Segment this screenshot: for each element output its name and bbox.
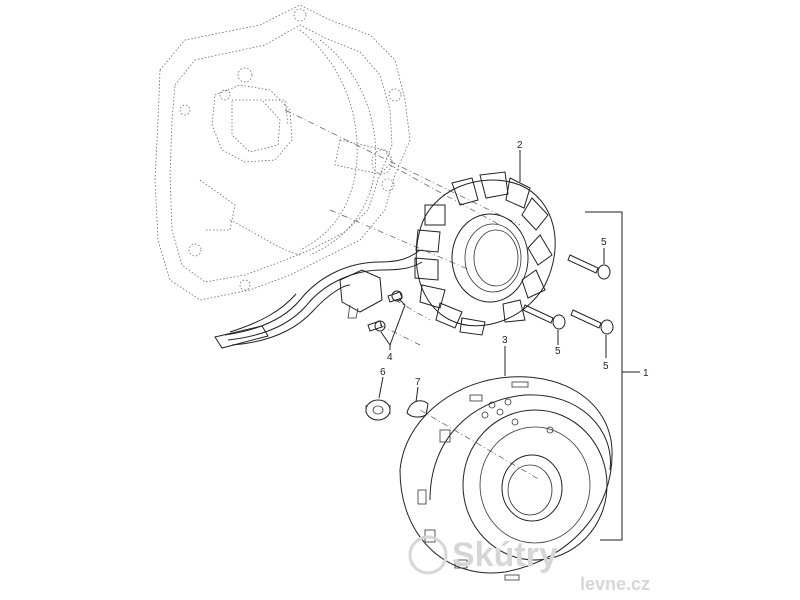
callout-3: 3 [502,335,508,346]
callout-5-lower-left: 5 [555,346,561,357]
stator [414,171,556,336]
callout-2: 2 [517,140,523,151]
flywheel-nut [365,399,391,421]
pickup-screws [367,290,403,332]
callout-4: 4 [387,352,393,363]
wire-harness [214,249,423,349]
alignment-axes [284,109,541,481]
leader-lines [378,150,640,541]
watermark-line1: Skútry [452,536,558,574]
callout-5-lower-right: 5 [603,361,609,372]
callouts: 1 2 3 4 5 5 5 6 7 [380,140,649,388]
flywheel-rotor [399,376,613,581]
callout-1: 1 [643,368,649,379]
woodruff-key [406,400,429,418]
engine-cover [154,4,411,301]
watermark: Skútry levne.cz [408,535,650,594]
callout-5-upper: 5 [601,237,607,248]
callout-6: 6 [380,367,386,378]
stator-bolts [522,254,614,335]
watermark-line2: levne.cz [580,574,650,594]
callout-7: 7 [415,377,421,388]
